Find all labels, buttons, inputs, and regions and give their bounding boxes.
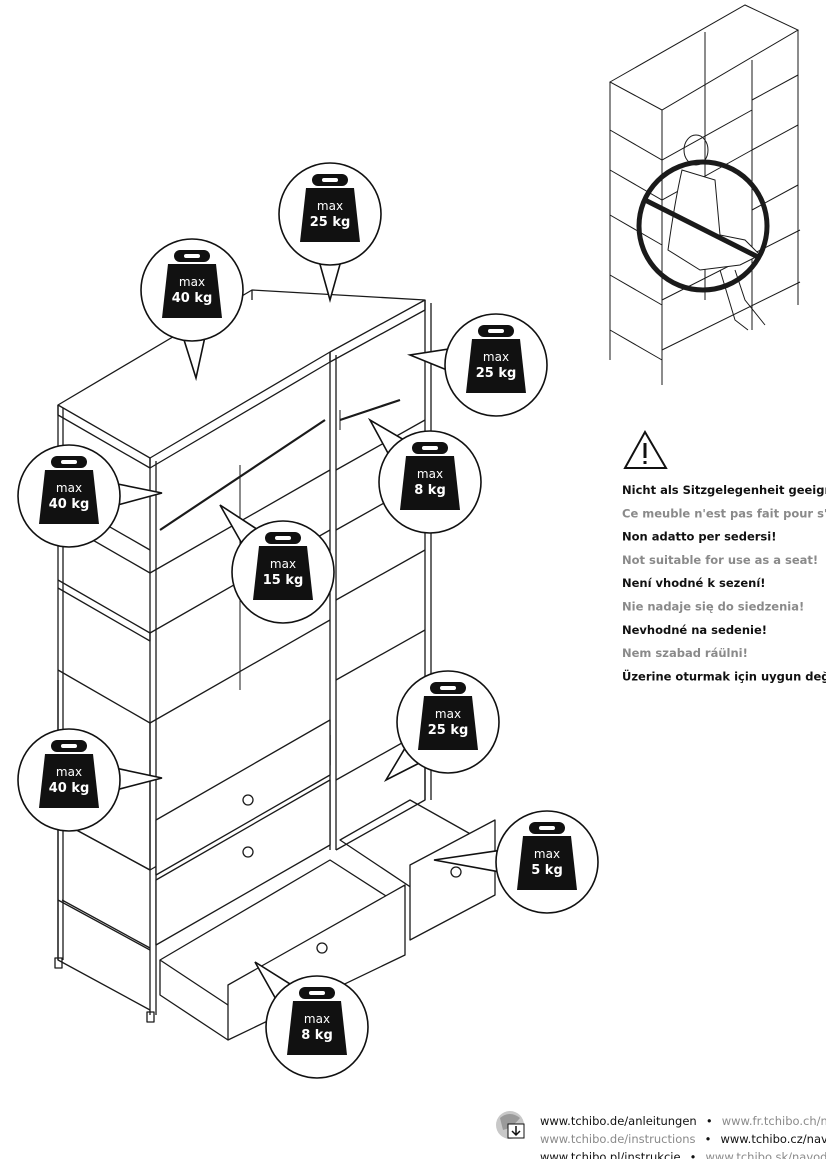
warning-line: Ce meuble n'est pas fait pour s'asse xyxy=(622,506,826,520)
badge-pointer xyxy=(115,767,163,791)
sitting-prohibited-illustration xyxy=(608,4,801,385)
weight-icon xyxy=(517,822,577,890)
weight-badge: max 15 kg xyxy=(219,504,335,624)
badge-label-max: max xyxy=(304,1012,330,1026)
warning-line: Nie nadaje się do siedzenia! xyxy=(622,600,804,614)
badge-label-max: max xyxy=(179,275,205,289)
weight-badge: max 8 kg xyxy=(367,417,482,534)
seat-warning-text: Nicht als Sitzgelegenheit geeignet! Ce me… xyxy=(622,483,826,683)
footer-link[interactable]: www.tchibo.de/instructions • www.tchibo.… xyxy=(540,1128,826,1147)
weight-badge: max 25 kg xyxy=(383,670,500,782)
badge-label-max: max xyxy=(56,481,82,495)
badge-label-max: max xyxy=(56,765,82,779)
weight-icon xyxy=(418,682,478,750)
warning-triangle-icon xyxy=(623,429,668,469)
badge-label-max: max xyxy=(534,847,560,861)
badge-label-weight: 5 kg xyxy=(531,863,563,878)
badge-pointer xyxy=(115,482,163,507)
shelf-unit-drawing xyxy=(54,289,496,1041)
weight-badge: max 40 kg xyxy=(17,444,163,548)
warning-line: Üzerine oturmak için uygun değildir xyxy=(622,668,826,683)
weight-icon xyxy=(253,532,313,600)
badge-label-max: max xyxy=(317,199,343,213)
warning-line: Non adatto per sedersi! xyxy=(622,530,776,544)
badge-label-weight: 25 kg xyxy=(428,723,469,738)
weight-icon xyxy=(287,987,347,1055)
weight-badge: max 8 kg xyxy=(254,961,369,1079)
warning-line: Nicht als Sitzgelegenheit geeignet! xyxy=(622,483,826,497)
weight-icon xyxy=(162,250,222,318)
badge-label-max: max xyxy=(417,467,443,481)
badge-label-weight: 25 kg xyxy=(310,215,351,230)
badge-label-weight: 15 kg xyxy=(263,573,304,588)
footer-link[interactable]: www.tchibo.pl/instrukcje • www.tchibo.sk… xyxy=(540,1146,826,1159)
badge-label-max: max xyxy=(435,707,461,721)
weight-icon xyxy=(300,174,360,242)
warning-line: Not suitable for use as a seat! xyxy=(622,553,818,567)
warning-line: Nevhodné na sedenie! xyxy=(622,623,767,637)
weight-badge: max 40 kg xyxy=(17,728,163,832)
badge-label-weight: 8 kg xyxy=(414,483,446,498)
globe-download-icon xyxy=(496,1111,525,1139)
weight-icon xyxy=(400,442,460,510)
footer-link[interactable]: www.tchibo.de/anleitungen • www.fr.tchib… xyxy=(540,1110,826,1129)
weight-icon xyxy=(39,456,99,524)
badge-label-max: max xyxy=(270,557,296,571)
warning-line: Nem szabad ráülni! xyxy=(622,646,748,660)
weight-badge: max 40 kg xyxy=(140,238,244,382)
badge-label-weight: 40 kg xyxy=(172,291,213,306)
warning-line: Není vhodné k sezení! xyxy=(622,576,766,590)
weight-badge: max 25 kg xyxy=(278,162,382,303)
badge-label-weight: 40 kg xyxy=(49,781,90,796)
weight-badge: max 25 kg xyxy=(407,313,548,417)
badge-pointer xyxy=(407,347,451,372)
badge-label-weight: 40 kg xyxy=(49,497,90,512)
weight-icon xyxy=(466,325,526,393)
weight-icon xyxy=(39,740,99,808)
footer-links: www.tchibo.de/anleitungen • www.fr.tchib… xyxy=(540,1110,826,1159)
badge-label-weight: 8 kg xyxy=(301,1028,333,1043)
badge-label-max: max xyxy=(483,350,509,364)
weight-badge: max 5 kg xyxy=(433,810,599,914)
badge-label-weight: 25 kg xyxy=(476,366,517,381)
